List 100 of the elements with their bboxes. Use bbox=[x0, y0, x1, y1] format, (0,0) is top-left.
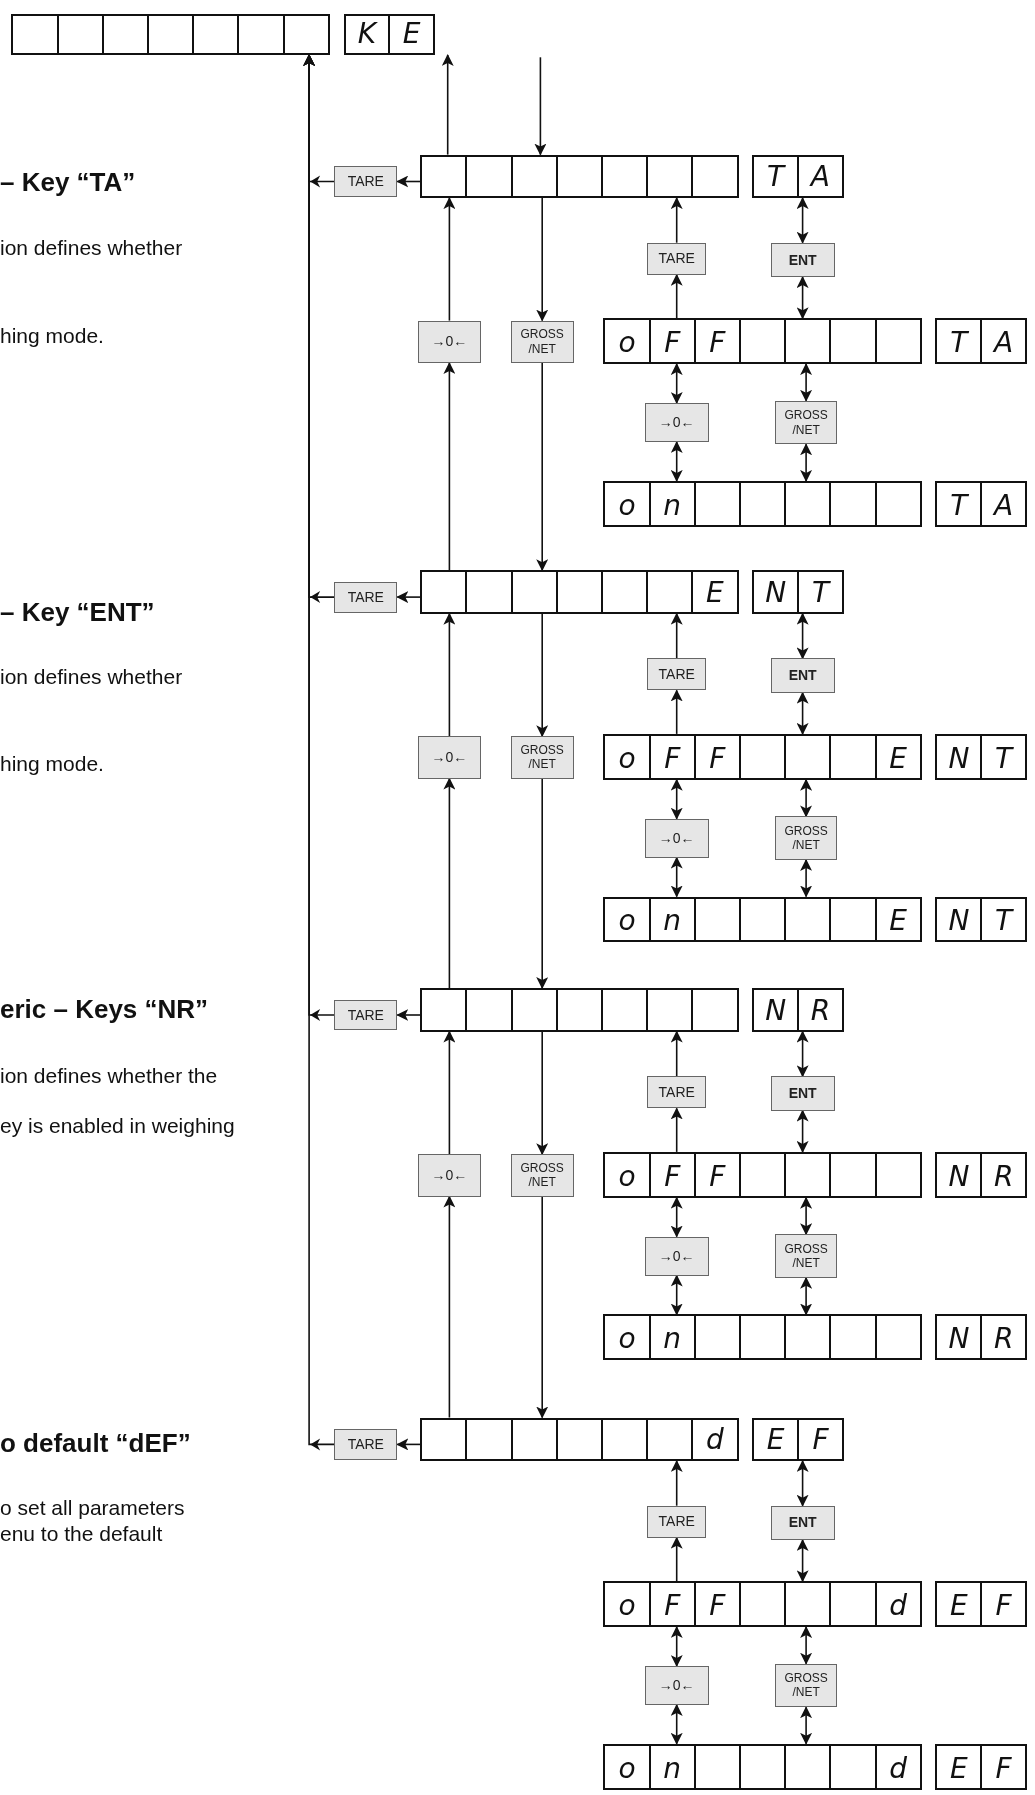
display-digit: F bbox=[664, 744, 681, 777]
display-digit: F bbox=[709, 744, 726, 777]
digit-display bbox=[420, 154, 739, 199]
display-digit: d bbox=[889, 1592, 907, 1625]
display-digit: d bbox=[706, 1426, 724, 1458]
display-digit: T bbox=[950, 491, 968, 524]
key-button: →0← bbox=[644, 403, 709, 442]
key-button: →0← bbox=[417, 320, 481, 363]
display-digit: E bbox=[950, 1754, 968, 1787]
display-digit: F bbox=[709, 1592, 726, 1625]
digit-display bbox=[420, 988, 739, 1032]
digit-display bbox=[935, 480, 1028, 527]
digit-display bbox=[603, 1743, 922, 1790]
display-digit: T bbox=[811, 578, 829, 611]
display-digit: o bbox=[618, 1592, 636, 1625]
digit-display bbox=[343, 13, 436, 55]
key-button: GROSS /NET bbox=[775, 816, 837, 860]
key-button: TARE bbox=[646, 1076, 707, 1109]
display-digit: d bbox=[889, 1754, 907, 1787]
display-digit: A bbox=[994, 329, 1014, 362]
digit-display bbox=[11, 13, 330, 55]
key-button: GROSS /NET bbox=[510, 1154, 574, 1197]
key-button: TARE bbox=[334, 999, 398, 1031]
display-digit: K bbox=[357, 19, 377, 52]
display-digit: F bbox=[709, 1162, 726, 1195]
display-digit: F bbox=[709, 329, 726, 362]
display-digit: n bbox=[663, 1754, 682, 1787]
key-button: →0← bbox=[644, 1236, 709, 1276]
digit-display bbox=[603, 733, 922, 780]
digit-display bbox=[935, 733, 1028, 780]
display-digit: o bbox=[618, 744, 636, 777]
digit-display bbox=[752, 154, 844, 199]
display-digit: N bbox=[765, 578, 787, 611]
description-text: ey is enabled in weighing bbox=[0, 1112, 236, 1139]
key-button: TARE bbox=[334, 1428, 398, 1460]
key-button: ENT bbox=[770, 242, 835, 278]
key-button: TARE bbox=[334, 581, 398, 613]
display-digit: F bbox=[664, 1162, 681, 1195]
digit-display bbox=[935, 1314, 1028, 1361]
key-button: →0← bbox=[644, 818, 709, 858]
display-digit: n bbox=[663, 907, 682, 940]
key-button: ENT bbox=[770, 1076, 835, 1111]
display-digit: E bbox=[706, 578, 724, 611]
display-digit: T bbox=[950, 329, 968, 362]
display-digit: T bbox=[995, 744, 1013, 777]
display-digit: F bbox=[995, 1592, 1012, 1625]
digit-display bbox=[935, 1743, 1028, 1790]
digit-display bbox=[420, 1417, 739, 1461]
key-button: →0← bbox=[644, 1665, 709, 1705]
display-digit: o bbox=[618, 1325, 636, 1358]
display-digit: N bbox=[948, 744, 970, 777]
display-digit: N bbox=[765, 996, 787, 1029]
display-digit: N bbox=[948, 1162, 970, 1195]
display-digit: o bbox=[618, 329, 636, 362]
display-digit: F bbox=[995, 1754, 1012, 1787]
digit-display bbox=[935, 1581, 1028, 1628]
description-text: ion defines whether bbox=[0, 664, 184, 690]
display-digit: o bbox=[618, 907, 636, 940]
section-heading: – Key “ENT” bbox=[0, 596, 155, 628]
digit-display bbox=[603, 896, 922, 943]
display-digit: F bbox=[664, 1592, 681, 1625]
digit-display bbox=[752, 1417, 844, 1461]
digit-display bbox=[603, 318, 922, 365]
key-button: TARE bbox=[646, 1505, 707, 1538]
display-digit: E bbox=[889, 907, 907, 940]
key-button: →0← bbox=[417, 1154, 481, 1197]
description-text: hing mode. bbox=[0, 322, 105, 349]
key-button: GROSS /NET bbox=[510, 320, 574, 363]
digit-display bbox=[420, 570, 739, 614]
key-button: ENT bbox=[770, 1505, 835, 1540]
key-button: GROSS /NET bbox=[775, 400, 837, 445]
display-digit: o bbox=[618, 1162, 636, 1195]
digit-display bbox=[935, 896, 1028, 943]
digit-display bbox=[603, 1581, 922, 1628]
description-text: ion defines whether the bbox=[0, 1062, 219, 1088]
display-digit: n bbox=[663, 1325, 682, 1358]
key-button: TARE bbox=[334, 166, 398, 197]
key-button: GROSS /NET bbox=[510, 736, 574, 779]
key-button: GROSS /NET bbox=[775, 1234, 837, 1278]
digit-display bbox=[603, 480, 922, 527]
description-text: ion defines whether bbox=[0, 234, 184, 260]
display-digit: E bbox=[889, 744, 907, 777]
section-heading: o default “dEF” bbox=[0, 1427, 191, 1459]
display-digit: R bbox=[810, 996, 831, 1029]
display-digit: E bbox=[950, 1592, 968, 1625]
digit-display bbox=[752, 988, 844, 1032]
section-heading: eric – Keys “NR” bbox=[0, 993, 209, 1025]
key-button: TARE bbox=[646, 658, 707, 691]
description-text: o set all parameters enu to the default bbox=[0, 1495, 186, 1546]
display-digit: N bbox=[948, 1325, 970, 1358]
display-digit: o bbox=[618, 1754, 636, 1787]
display-digit: T bbox=[995, 907, 1013, 940]
digit-display bbox=[935, 1151, 1028, 1198]
description-text: hing mode. bbox=[0, 751, 105, 777]
key-button: GROSS /NET bbox=[775, 1663, 837, 1708]
display-digit: R bbox=[993, 1325, 1014, 1358]
display-digit: A bbox=[810, 163, 830, 196]
display-digit: E bbox=[766, 1426, 785, 1458]
display-digit: o bbox=[618, 491, 636, 524]
display-digit: E bbox=[402, 19, 421, 52]
